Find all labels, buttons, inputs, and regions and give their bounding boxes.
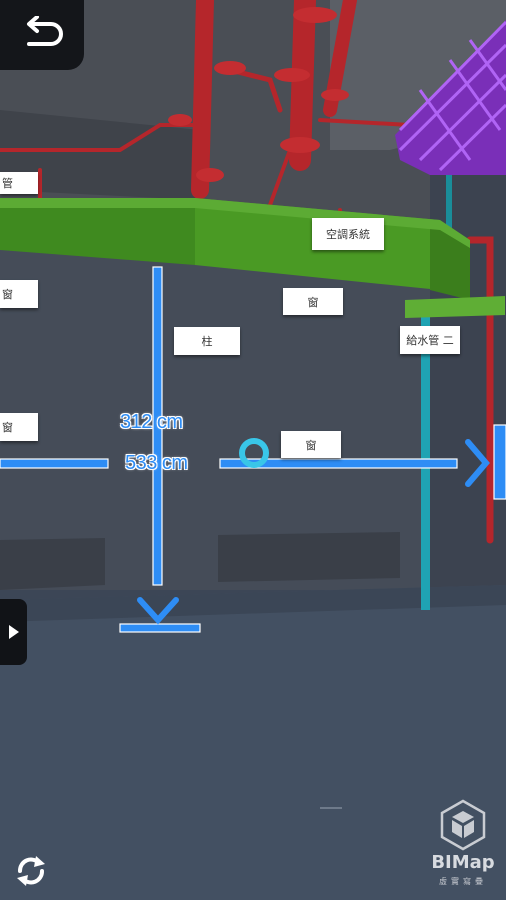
arrow-down-icon bbox=[137, 597, 179, 625]
measure-arrows bbox=[137, 439, 490, 625]
label-window-left[interactable]: 窗 bbox=[0, 413, 38, 441]
label-hvac-system[interactable]: 空調系統 bbox=[312, 218, 384, 250]
measurement-overlay bbox=[0, 266, 506, 633]
cube-logo-icon bbox=[440, 799, 486, 851]
side-panel-toggle-button[interactable] bbox=[0, 599, 27, 665]
vertical-measure-endcap bbox=[119, 623, 201, 633]
back-wall bbox=[0, 230, 430, 590]
label-window-left[interactable]: 窗 bbox=[0, 280, 38, 308]
water-pipe-upper bbox=[446, 150, 452, 260]
bimap-logo: BIMap 虛實寫疊 bbox=[420, 798, 506, 896]
wall-band bbox=[218, 532, 400, 582]
arrow-right-icon bbox=[465, 439, 490, 487]
label-window[interactable]: 窗 bbox=[281, 431, 341, 458]
horizontal-measurement-value: 533 cm bbox=[125, 452, 188, 474]
brand-subtitle: 虛實寫疊 bbox=[439, 877, 487, 886]
brand-name: BIMap bbox=[431, 852, 495, 873]
back-button[interactable] bbox=[0, 0, 84, 70]
wall-band bbox=[0, 538, 105, 590]
floor-edge bbox=[0, 585, 506, 622]
refresh-icon bbox=[17, 856, 45, 886]
horizontal-measure-line-left bbox=[0, 458, 109, 469]
label-water-pipe[interactable]: 給水管 二 bbox=[400, 326, 460, 354]
vertical-measurement-value: 312 cm bbox=[120, 411, 183, 433]
label-column[interactable]: 柱 bbox=[174, 327, 240, 355]
cable-tray bbox=[395, 20, 506, 175]
fire-pipe-fittings bbox=[168, 7, 349, 182]
label-pipe-left[interactable]: 管 bbox=[0, 172, 38, 194]
horizontal-measure-line-right bbox=[219, 458, 458, 469]
measure-target-reticle[interactable] bbox=[239, 438, 269, 468]
back-arrow-icon bbox=[27, 16, 63, 46]
vertical-measure-line bbox=[152, 266, 163, 586]
side-wall bbox=[430, 150, 506, 590]
horizontal-measure-endcap bbox=[493, 424, 506, 500]
refresh-button[interactable] bbox=[8, 848, 54, 894]
label-window[interactable]: 窗 bbox=[283, 288, 343, 315]
floor bbox=[0, 585, 506, 900]
play-triangle-icon bbox=[8, 625, 19, 639]
